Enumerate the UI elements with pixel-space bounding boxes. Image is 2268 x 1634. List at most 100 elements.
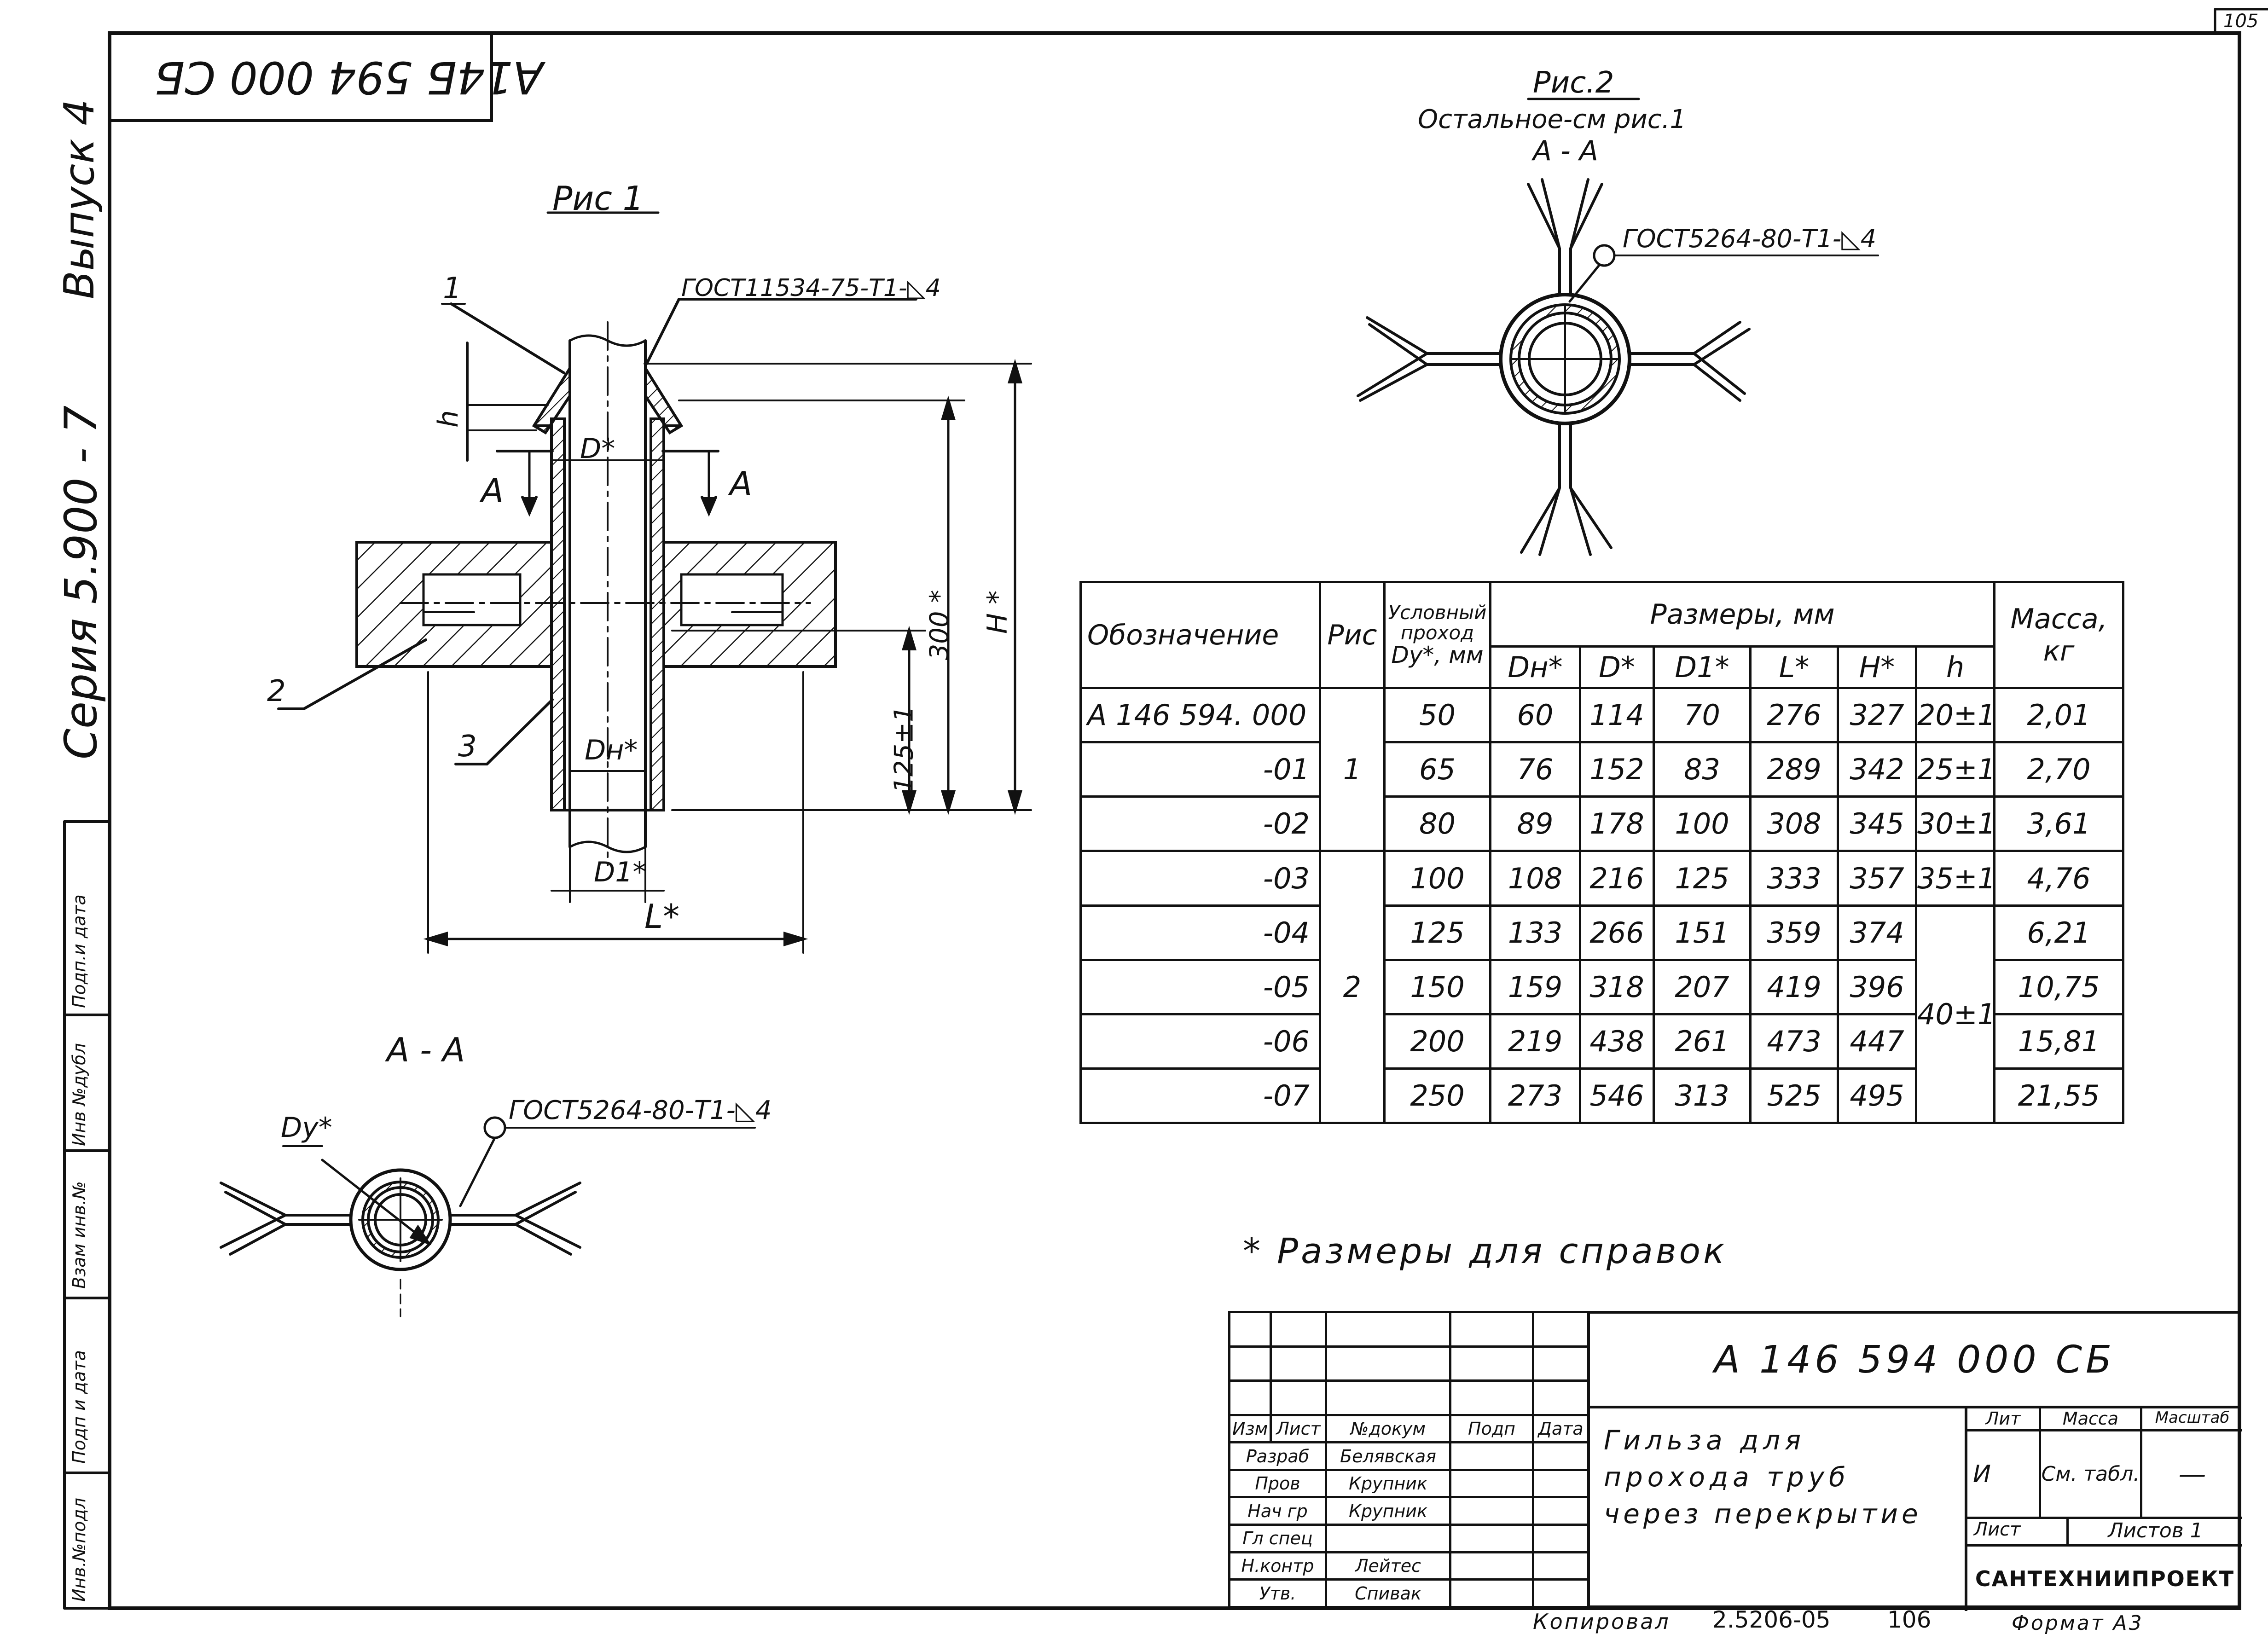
issue-label: Выпуск 4 [55,99,104,299]
tb-hdr-dokum: №докум [1325,1414,1451,1444]
fig1-d1-label: D1* [594,856,647,888]
cell-mass: 15,81 [1993,1013,2125,1070]
cell-l: 289 [1749,741,1839,798]
cell-l: 276 [1749,687,1839,744]
cell-mass: 2,01 [1993,687,2125,744]
cell-l: 473 [1749,1013,1839,1070]
fig1-l-label: L* [644,897,680,936]
hdr-h-big: H* [1837,645,1917,690]
fig1-section-a-right: А [730,464,753,503]
cell-h-big: 342 [1837,741,1917,798]
cell-d1: 100 [1653,795,1752,852]
tb-hdr-list: Лист [1270,1414,1327,1444]
sheet-number: 105 [2223,11,2259,32]
hdr-d1: D1* [1653,645,1752,690]
footer-format: Формат А3 [2012,1611,2144,1634]
footer-page: 106 [1887,1606,1932,1633]
cell-h-small: 25±1 [1914,741,1996,798]
cell-dn: 273 [1489,1067,1581,1124]
cell-dy: 65 [1383,741,1491,798]
cell-dn: 89 [1489,795,1581,852]
cell-dn: 159 [1489,958,1581,1015]
sizes-table: Обозначение Рис Условный проход Dу*, мм … [1079,580,2125,1124]
cell-l: 525 [1749,1067,1839,1124]
fig2-section: А - А [1533,135,1598,167]
cell-d1: 313 [1653,1067,1752,1124]
cell-mass: 21,55 [1993,1067,2125,1124]
cell-dn: 219 [1489,1013,1581,1070]
cell-dn: 76 [1489,741,1581,798]
tb-role: Утв. [1228,1578,1327,1608]
cell-h-big: 345 [1837,795,1917,852]
cell-dy: 250 [1383,1067,1491,1124]
hdr-mass: Масса, кг [1993,580,2125,690]
cell-h-big: 447 [1837,1013,1917,1070]
tb-signer [1325,1524,1451,1553]
tb-signer: Лейтес [1325,1551,1451,1581]
hdr-dy-line1: Условный [1388,601,1487,624]
cell-d1: 83 [1653,741,1752,798]
cell-l: 308 [1749,795,1839,852]
cell-d1: 125 [1653,850,1752,907]
cell-dn: 108 [1489,850,1581,907]
table-row: А 146 594. 000 1 50 60 114 70 276 327 20… [1079,687,2125,852]
cell-d: 152 [1579,741,1655,798]
tb-name-line1: Гильза для [1604,1425,1806,1456]
cell-dy: 150 [1383,958,1491,1015]
table-row: -07 250 273 546 313 525 495 21,55 [1079,1067,2125,1124]
section-aa-title: А - А [387,1031,465,1069]
tb-role: Гл спец [1228,1524,1327,1553]
fig1-d-label: D* [580,433,615,465]
cell-mass: 4,76 [1993,850,2125,907]
fig1-pos1: 1 [443,272,462,306]
tb-organization: САНТЕХНИИПРОЕКТ [1975,1566,2235,1591]
cell-dy: 50 [1383,687,1491,744]
hdr-designation: Обозначение [1079,580,1321,690]
tb-mass-label: Масса [2041,1408,2142,1431]
fig1-pos2: 2 [267,674,286,708]
tb-code: А 146 594 000 СБ [1590,1314,2239,1408]
tb-mass-value: См. табл. [2041,1431,2142,1519]
tb-role: Пров [1228,1468,1327,1499]
stamp-vzam-inv: Взам инв.№ [69,1181,89,1289]
tb-name: Гильза для прохода труб через перекрытие [1590,1408,1967,1611]
hdr-dn: Dн* [1489,645,1581,690]
tb-signer: Крупник [1325,1496,1451,1526]
cell-designation: -06 [1079,1013,1321,1070]
cell-h-small: 30±1 [1914,795,1996,852]
table-row: -01 65 76 152 83 289 342 25±1 2,70 [1079,741,2125,798]
cell-dy: 200 [1383,1013,1491,1070]
stamp-inv-dubl: Инв №дубл [69,1043,89,1146]
footnote: * Размеры для справок [1243,1230,1727,1271]
fig1-dim-300: 300 * [924,590,955,661]
fig1-section-a-left: А [481,471,504,510]
tb-signer: Белявская [1325,1441,1451,1471]
cell-d1: 151 [1653,904,1752,961]
table-row: -02 80 89 178 100 308 345 30±1 3,61 [1079,795,2125,852]
cell-dy: 125 [1383,904,1491,961]
table-row: -03 2 100 108 216 125 333 357 35±1 4,76 [1079,850,2125,1124]
cell-dn: 60 [1489,687,1581,744]
footer-copied: Копировал [1533,1609,1671,1634]
cell-designation: -02 [1079,795,1321,852]
fig2-note: Остальное-см рис.1 [1418,104,1687,134]
tb-scale-value: — [2142,1431,2242,1519]
tb-signer: Крупник [1325,1468,1451,1499]
cell-l: 333 [1749,850,1839,907]
cell-dn: 133 [1489,904,1581,961]
hdr-mass-line1: Масса, [2010,603,2107,635]
cell-fig-group1: 1 [1319,687,1386,852]
cell-designation: -01 [1079,741,1321,798]
cell-d: 114 [1579,687,1655,744]
tb-name-line2: прохода труб [1604,1461,1850,1493]
hdr-fig: Рис [1319,580,1386,690]
cell-h-big: 396 [1837,958,1917,1015]
tb-lit-label: Лит [1967,1408,2041,1431]
table-row: -06 200 219 438 261 473 447 15,81 [1079,1013,2125,1070]
hdr-dy-line2: проход [1400,621,1474,644]
fig1-dim-125: 125±1 [889,706,919,793]
cell-mass: 2,70 [1993,741,2125,798]
